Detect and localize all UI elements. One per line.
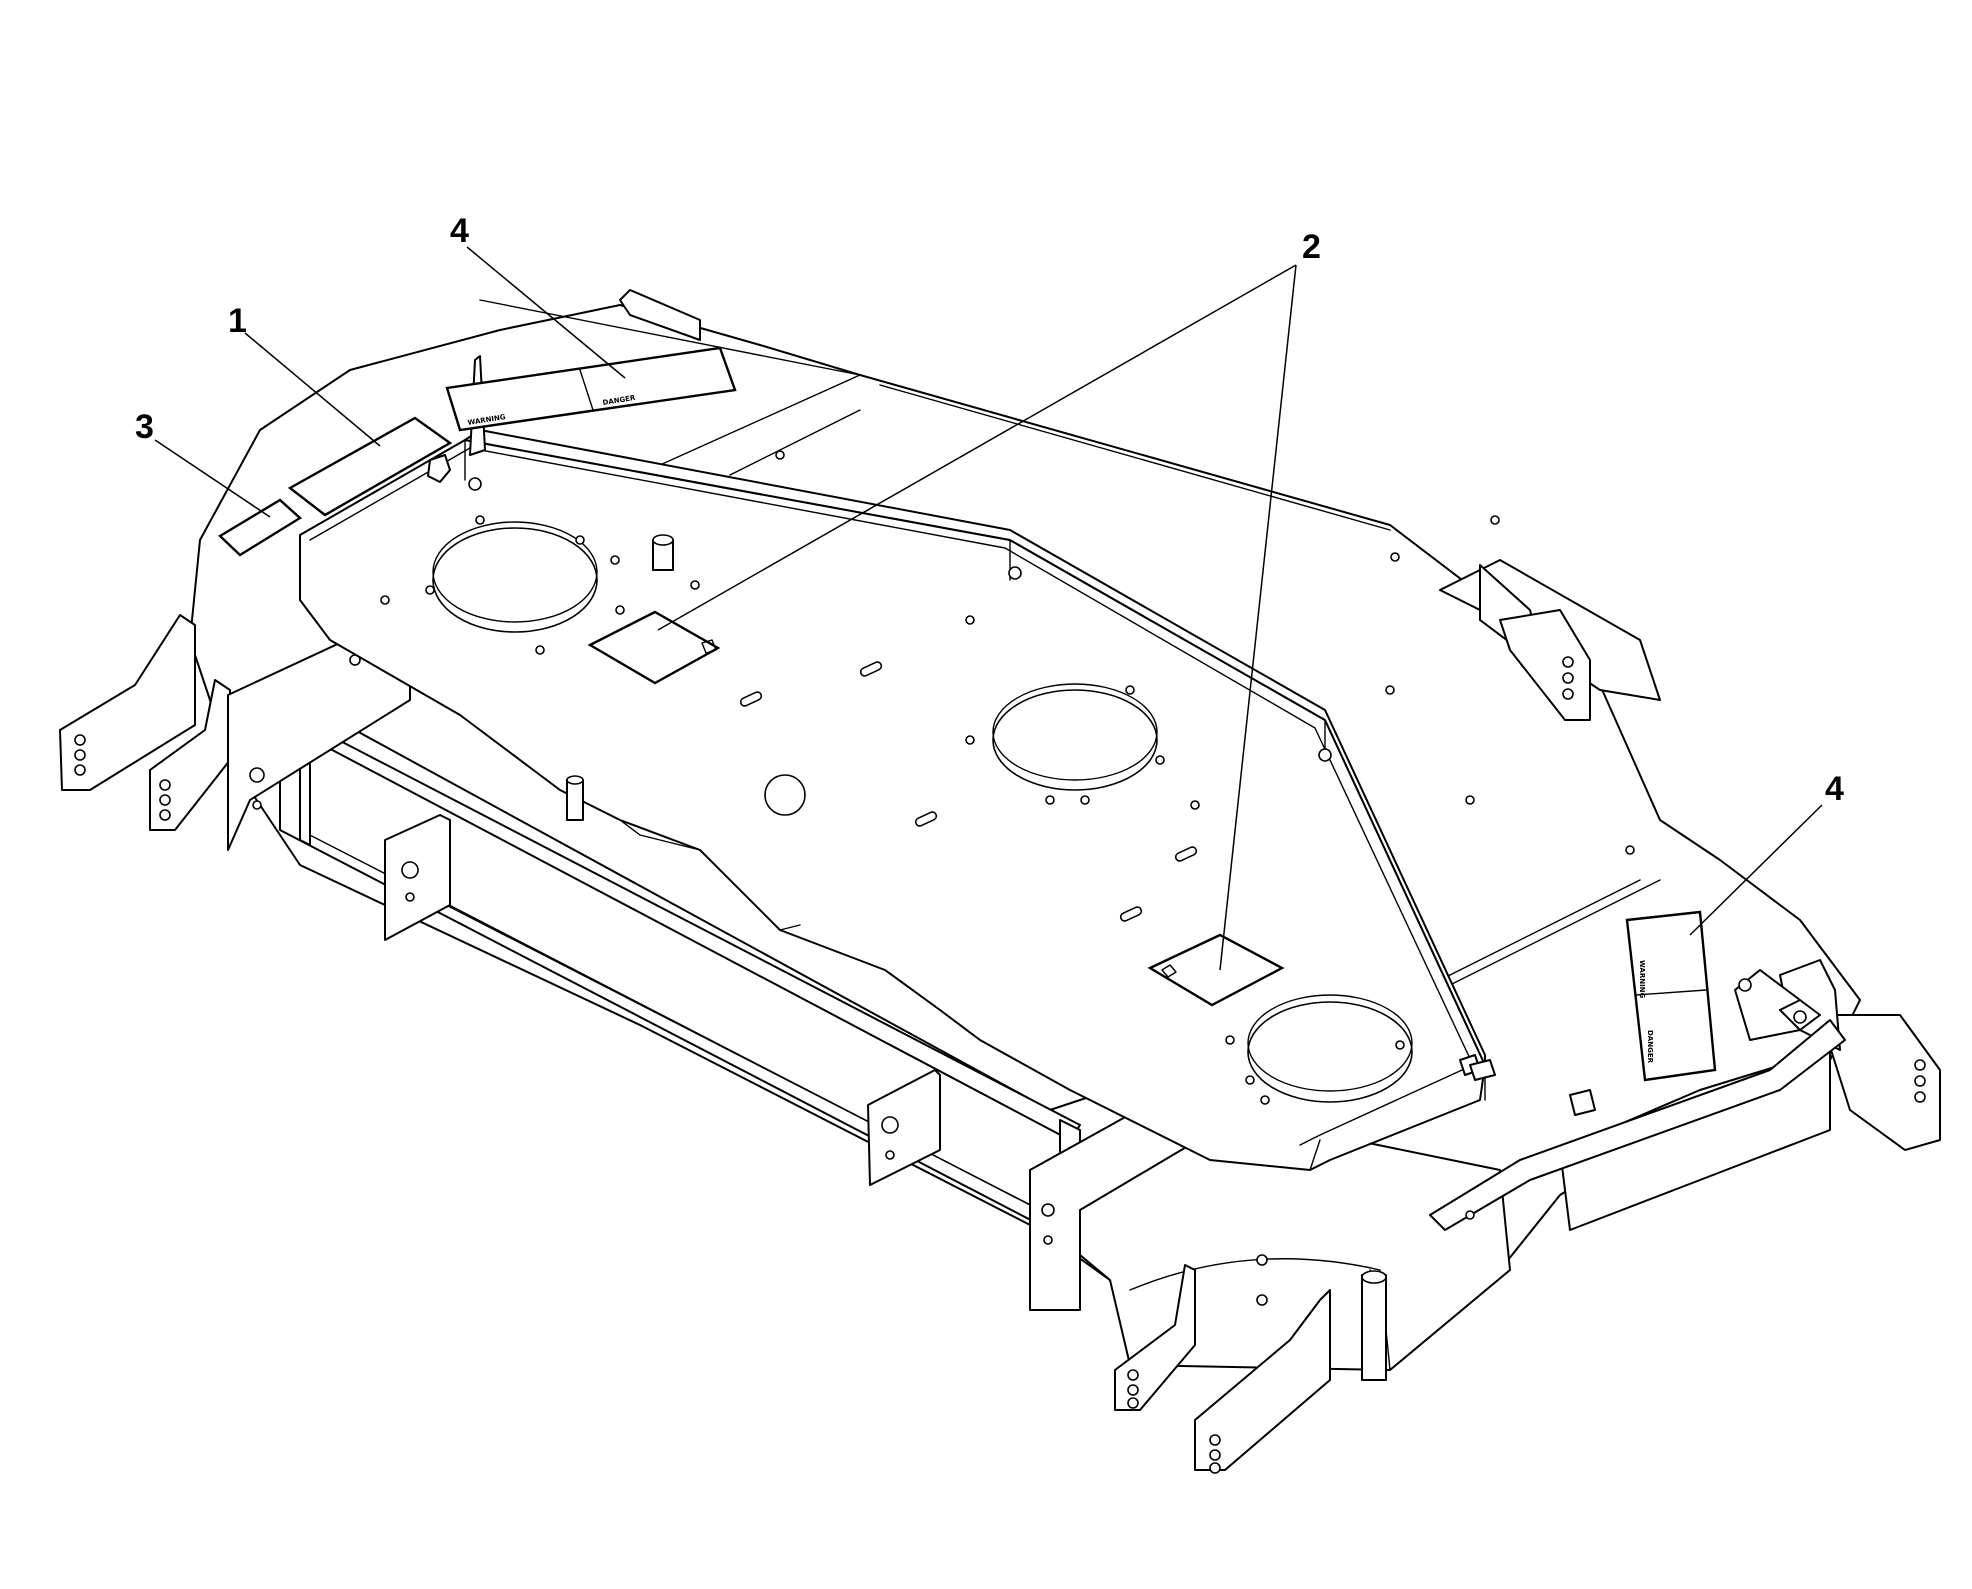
spindle-openings bbox=[432, 521, 1413, 1103]
leader-lines bbox=[154, 246, 1823, 971]
decal-warning-right: WARNING DANGER bbox=[1625, 910, 1717, 1082]
leader-3 bbox=[154, 439, 271, 518]
decal-danger-right-text: DANGER bbox=[1646, 1030, 1654, 1064]
callout-4-right: 4 bbox=[1825, 770, 1844, 808]
right-side-rail bbox=[1429, 969, 1846, 1231]
callout-4-rear: 4 bbox=[450, 212, 469, 250]
right-front-hanger-brackets bbox=[1114, 1254, 1387, 1474]
callout-3: 3 bbox=[135, 408, 154, 446]
callout-2: 2 bbox=[1302, 228, 1321, 266]
decal-warning-right-text: WARNING bbox=[1638, 960, 1646, 999]
decal-center-plates bbox=[587, 610, 1285, 1007]
bolt-holes bbox=[380, 400, 1635, 1220]
left-hanger-bracket-a bbox=[59, 614, 196, 791]
leader-1 bbox=[244, 332, 381, 447]
decal-left-front bbox=[218, 498, 302, 557]
leader-4-rear bbox=[466, 246, 626, 379]
callout-labels: 1 2 3 4 4 bbox=[135, 212, 1844, 808]
leader-2b bbox=[1219, 264, 1297, 971]
pins bbox=[427, 454, 1496, 1081]
callout-1: 1 bbox=[228, 302, 247, 340]
front-mid-left-bracket bbox=[384, 814, 451, 941]
leader-2a bbox=[657, 264, 1297, 631]
decal-warning-rear: WARNING DANGER bbox=[445, 346, 737, 432]
leader-4-right bbox=[1689, 804, 1823, 936]
